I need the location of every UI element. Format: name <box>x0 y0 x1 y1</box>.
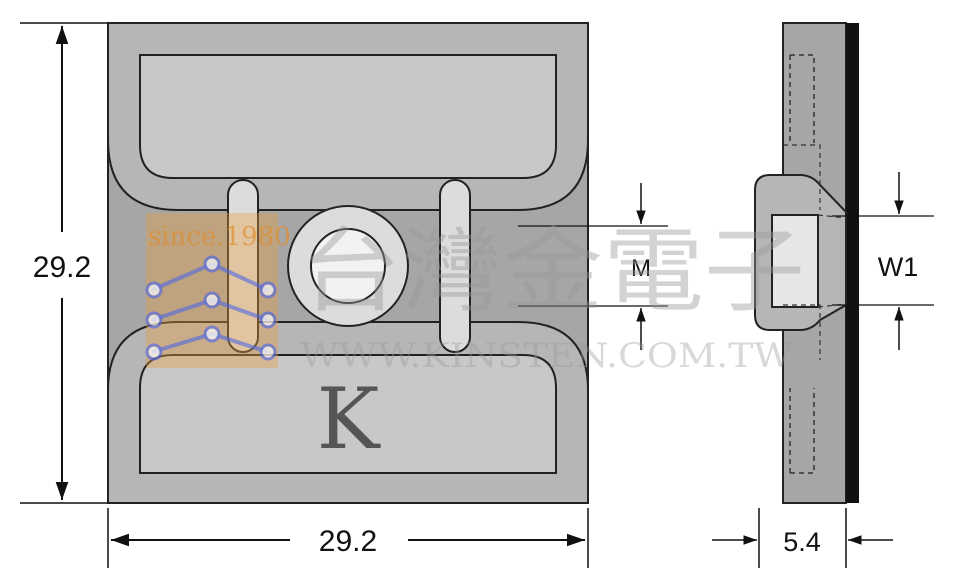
thickness-dimension: 5.4 <box>712 508 893 568</box>
lower-pad <box>139 354 557 474</box>
watermark-url: WWW.KINSTEN.COM.TW <box>300 336 792 376</box>
front-view: K <box>107 22 589 504</box>
upper-pad <box>139 54 557 179</box>
side-view <box>754 22 859 504</box>
slot-dimension: W1 <box>832 172 934 350</box>
width-label: 29.2 <box>319 525 377 558</box>
hole-dimension: M <box>518 183 668 350</box>
side-slot <box>771 214 819 308</box>
hidden-lines-upper <box>789 54 815 143</box>
screw-hole <box>310 228 386 304</box>
width-dimension: 29.2 <box>107 508 589 568</box>
watermark-chinese: 台灣金電子 <box>300 218 805 325</box>
height-label: 29.2 <box>33 251 91 284</box>
height-dimension: 29.2 <box>20 22 108 504</box>
emboss-letter: K <box>317 370 382 468</box>
adhesive-strip <box>846 23 859 503</box>
slot-label: W1 <box>878 252 919 282</box>
since-text: since.1980 <box>148 222 291 252</box>
watermark-logo: since.1980 <box>145 213 291 368</box>
watermark: since.1980 台灣金電子 WWW.KINSTEN.COM.TW <box>145 213 805 376</box>
right-tie-slot <box>439 179 471 353</box>
hole-label: M <box>631 255 651 282</box>
thickness-label: 5.4 <box>783 527 821 557</box>
hidden-lines-slot <box>783 144 847 360</box>
